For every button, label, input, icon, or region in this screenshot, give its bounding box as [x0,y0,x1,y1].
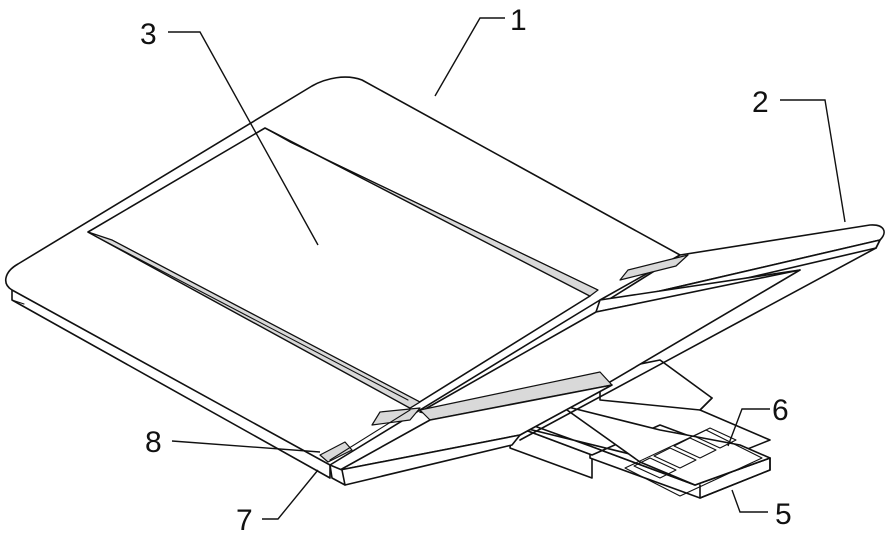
numeral-1: 1 [510,4,527,37]
numeral-8: 8 [145,426,162,459]
reference-numerals: 1 2 3 5 6 7 8 [140,4,792,537]
numeral-3: 3 [140,18,157,51]
inner-panel [87,127,599,409]
usb-contact-pads [624,427,763,497]
numeral-5: 5 [775,498,792,531]
numeral-7: 7 [236,504,253,537]
folding-cover [339,224,885,486]
numeral-2: 2 [752,86,769,119]
leader-lines [168,17,846,520]
numeral-6: 6 [772,394,789,427]
hinge [319,254,689,486]
